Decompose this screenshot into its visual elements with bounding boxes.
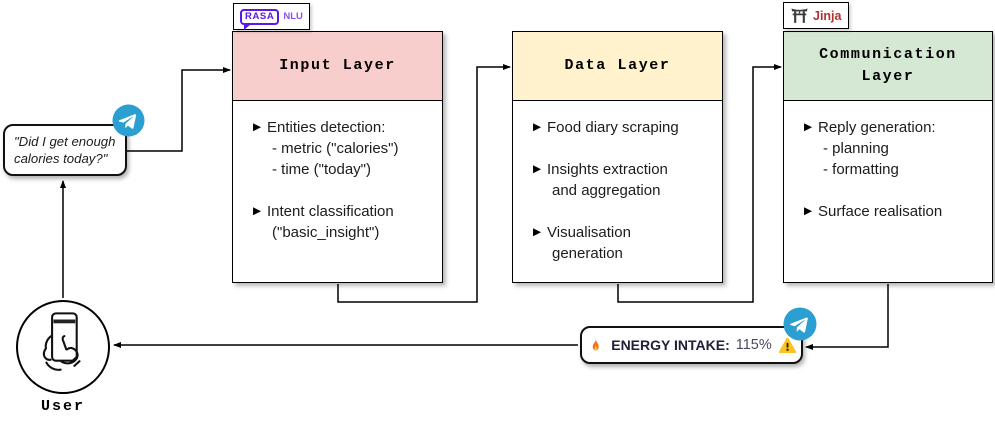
triangle-bullet-icon: ▶ [533, 226, 542, 238]
rasa-logo-text: RASA [240, 8, 280, 25]
triangle-bullet-icon: ▶ [253, 121, 262, 133]
rasa-speech-bubble-logo-icon: RASA [240, 8, 280, 30]
rasa-nlu-badge: RASA NLU [233, 3, 310, 30]
input-layer-header: Input Layer [233, 32, 442, 101]
communication-layer-body: ▶ Reply generation: - planning - formatt… [784, 101, 992, 222]
energy-intake-value: 115% [735, 337, 772, 353]
bullet-text: Visualisation [547, 224, 631, 241]
list-item: ▶ Intent classification ("basic_insight"… [253, 201, 436, 243]
energy-intake-label: ENERGY INTAKE: [611, 337, 730, 353]
fire-icon [592, 336, 599, 351]
list-item: ▶ Insights extraction and aggregation [533, 159, 716, 201]
user-message-text: "Did I get enough calories today?" [14, 134, 116, 166]
list-item: ▶ Reply generation: - planning - formatt… [804, 117, 986, 180]
bullet-subtext: ("basic_insight") [272, 224, 380, 241]
data-layer-header: Data Layer [513, 32, 722, 101]
data-layer-box: Data Layer ▶ Food diary scraping ▶ Insig… [512, 31, 723, 283]
bullet-subtext: and aggregation [552, 182, 661, 199]
triangle-bullet-icon: ▶ [253, 205, 262, 217]
user-label: User [40, 398, 85, 415]
bullet-text: Entities detection: [267, 119, 386, 136]
bullet-subtext: - planning [823, 140, 889, 157]
torii-gate-icon [791, 8, 808, 23]
input-layer-title: Input Layer [279, 57, 396, 75]
user-message-bubble: "Did I get enough calories today?" [3, 124, 127, 176]
bullet-subtext: - time ("today") [272, 161, 372, 178]
list-item: ▶ Visualisation generation [533, 222, 716, 264]
bullet-text: Food diary scraping [547, 119, 679, 136]
bullet-text: Surface realisation [818, 203, 943, 220]
jinja-logo-text: Jinja [813, 8, 842, 23]
data-layer-body: ▶ Food diary scraping ▶ Insights extract… [513, 101, 722, 264]
list-item: ▶ Food diary scraping [533, 117, 716, 138]
triangle-bullet-icon: ▶ [533, 121, 542, 133]
bullet-text: Reply generation: [818, 119, 936, 136]
list-item: ▶ Surface realisation [804, 201, 986, 222]
jinja-badge: Jinja [783, 2, 849, 29]
triangle-bullet-icon: ▶ [804, 205, 813, 217]
bullet-text: Insights extraction [547, 161, 668, 178]
telegram-icon [783, 307, 817, 341]
triangle-bullet-icon: ▶ [804, 121, 813, 133]
rasa-speech-tail-icon [244, 23, 251, 30]
telegram-icon [112, 104, 145, 137]
list-item: ▶ Entities detection: - metric ("calorie… [253, 117, 436, 180]
input-layer-box: Input Layer ▶ Entities detection: - metr… [232, 31, 443, 283]
rasa-badge-suffix: NLU [283, 11, 303, 22]
energy-intake-notification: ENERGY INTAKE: 115% [580, 326, 803, 364]
user-avatar [16, 300, 110, 394]
communication-layer-title: Communication Layer [819, 46, 957, 85]
bullet-subtext: - formatting [823, 161, 899, 178]
communication-layer-header: Communication Layer [784, 32, 992, 101]
bullet-subtext: - metric ("calories") [272, 140, 399, 157]
warning-icon [778, 337, 796, 353]
triangle-bullet-icon: ▶ [533, 163, 542, 175]
communication-layer-box: Communication Layer ▶ Reply generation: … [783, 31, 993, 283]
data-layer-title: Data Layer [564, 57, 671, 75]
bullet-text: Intent classification [267, 203, 394, 220]
bullet-subtext: generation [552, 245, 623, 262]
hands-holding-phone-icon [42, 312, 81, 371]
arrow-communication-to-notification [805, 284, 889, 350]
input-layer-body: ▶ Entities detection: - metric ("calorie… [233, 101, 442, 243]
